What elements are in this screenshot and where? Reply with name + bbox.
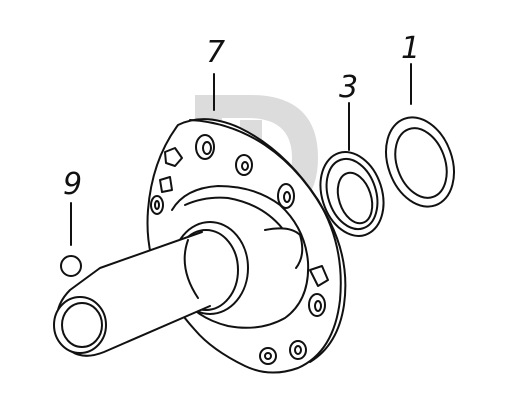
flange-bolt-hole	[308, 293, 326, 317]
callout-label-1: 1	[401, 31, 421, 66]
flange-bolt-hole	[235, 154, 253, 176]
part-1-washer	[385, 116, 455, 208]
callout-label-9: 9	[63, 167, 83, 202]
callout-label-3: 3	[339, 70, 359, 105]
part-3-seal-ring	[319, 151, 385, 237]
flange-bolt-hole	[259, 347, 277, 365]
flange-bolt-hole	[277, 183, 295, 209]
part-7-hub-assembly	[53, 118, 347, 374]
flange-bolt-hole	[289, 340, 307, 360]
callout-label-7: 7	[206, 35, 226, 70]
flange-bolt-hole	[150, 195, 164, 215]
part-9-ball	[60, 255, 82, 277]
